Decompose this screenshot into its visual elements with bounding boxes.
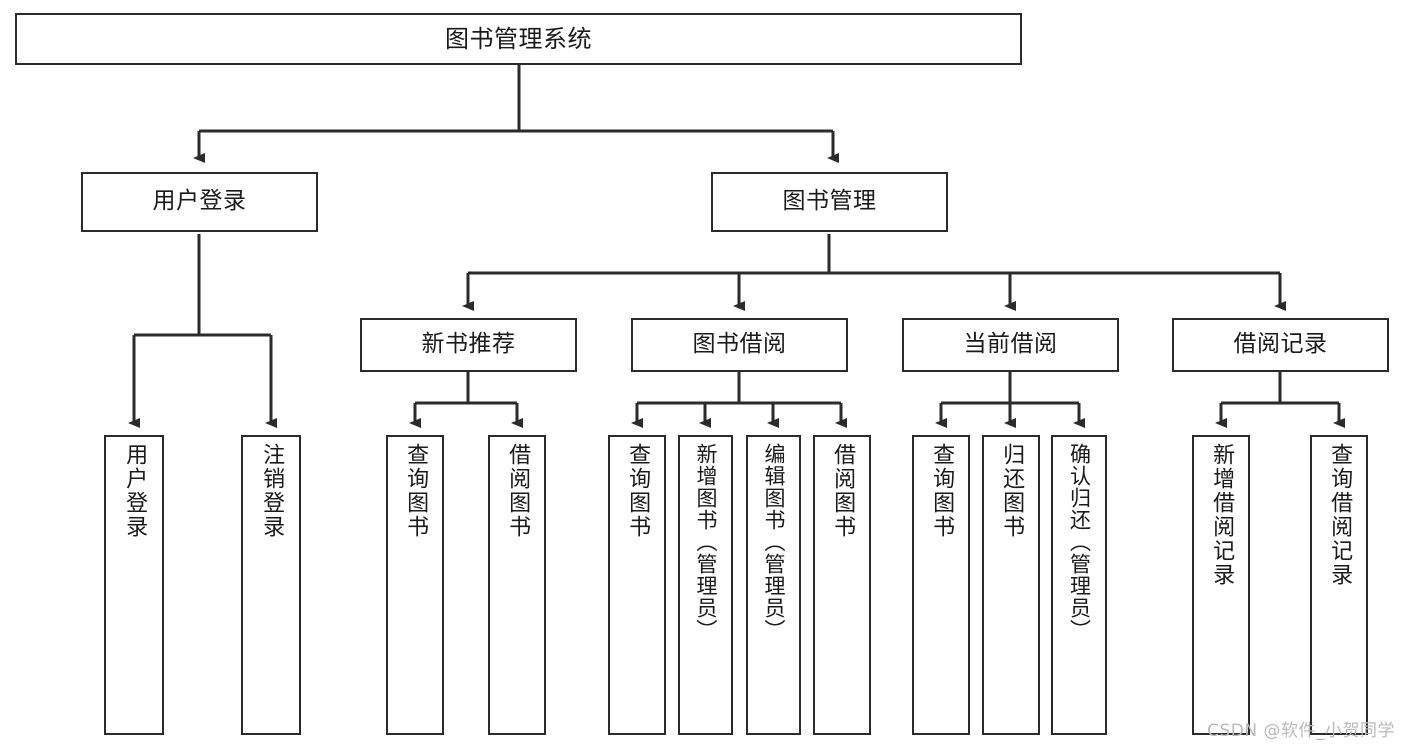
node-label: 当前借阅 (963, 331, 1058, 358)
node-label: 图书管理系统 (445, 24, 592, 53)
node-label: 借阅图书 (830, 443, 856, 539)
leaf-logout[interactable]: 注销登录 (241, 435, 301, 735)
leaf-add-book-admin[interactable]: 新增图书（管理员） (678, 435, 733, 735)
leaf-edit-book-admin[interactable]: 编辑图书（管理员） (746, 435, 801, 735)
node-label: 查询图书 (625, 443, 651, 539)
node-label: 新书推荐 (421, 331, 516, 358)
node-root-book-management-system[interactable]: 图书管理系统 (15, 13, 1022, 65)
node-borrow-record[interactable]: 借阅记录 (1172, 318, 1389, 372)
node-label: 用户登录 (152, 188, 247, 215)
node-label: 确认归还（管理员） (1067, 443, 1092, 641)
node-label: 注销登录 (259, 443, 285, 539)
leaf-add-borrow-record[interactable]: 新增借阅记录 (1192, 435, 1250, 735)
leaf-user-login[interactable]: 用户登录 (104, 435, 164, 735)
node-label: 新增图书（管理员） (693, 443, 718, 641)
node-user-login[interactable]: 用户登录 (81, 172, 318, 232)
node-current-borrow[interactable]: 当前借阅 (902, 318, 1119, 372)
node-book-borrow[interactable]: 图书借阅 (631, 318, 848, 372)
node-label: 查询图书 (403, 443, 429, 539)
node-label: 编辑图书（管理员） (761, 443, 786, 641)
node-label: 图书借阅 (692, 331, 787, 358)
node-label: 图书管理 (782, 188, 877, 215)
leaf-confirm-return-admin[interactable]: 确认归还（管理员） (1051, 435, 1107, 735)
watermark-text: CSDN @软件_小贺同学 (1207, 721, 1395, 741)
leaf-query-book-3[interactable]: 查询图书 (912, 435, 970, 735)
leaf-borrow-book-1[interactable]: 借阅图书 (488, 435, 546, 735)
node-label: 用户登录 (122, 443, 148, 539)
node-new-book-recommendation[interactable]: 新书推荐 (360, 318, 577, 372)
node-label: 查询借阅记录 (1327, 443, 1353, 587)
leaf-query-book-2[interactable]: 查询图书 (608, 435, 666, 735)
node-label: 归还图书 (999, 443, 1025, 539)
leaf-query-borrow-record[interactable]: 查询借阅记录 (1310, 435, 1368, 735)
leaf-return-book[interactable]: 归还图书 (982, 435, 1040, 735)
leaf-borrow-book-2[interactable]: 借阅图书 (813, 435, 871, 735)
node-label: 新增借阅记录 (1209, 443, 1235, 587)
leaf-query-book-1[interactable]: 查询图书 (386, 435, 444, 735)
node-label: 借阅记录 (1233, 331, 1328, 358)
node-book-management[interactable]: 图书管理 (711, 172, 948, 232)
node-label: 查询图书 (929, 443, 955, 539)
node-label: 借阅图书 (505, 443, 531, 539)
